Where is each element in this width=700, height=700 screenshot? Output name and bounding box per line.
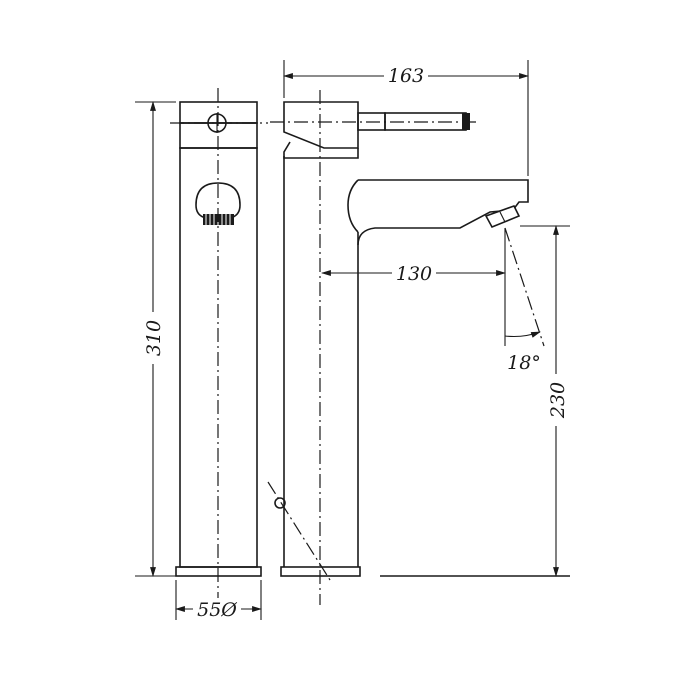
dimension-angle-18: 18° [504, 227, 545, 374]
dimension-width-163: 163 [283, 60, 529, 176]
dimension-height-310: 310 [135, 101, 176, 577]
dimension-spout-height-230: 230 [380, 225, 570, 577]
side-view [267, 90, 529, 605]
dim-label-130: 130 [396, 263, 432, 285]
dim-label-310: 310 [143, 320, 165, 356]
dim-label-55: 55Ø [197, 599, 237, 621]
front-view [170, 88, 268, 618]
dim-label-163: 163 [388, 65, 424, 87]
dim-label-230: 230 [547, 382, 569, 419]
dimension-reach-130: 130 [321, 262, 506, 285]
dimension-base-diameter: 55Ø [175, 580, 262, 621]
dim-label-18: 18° [507, 352, 541, 374]
